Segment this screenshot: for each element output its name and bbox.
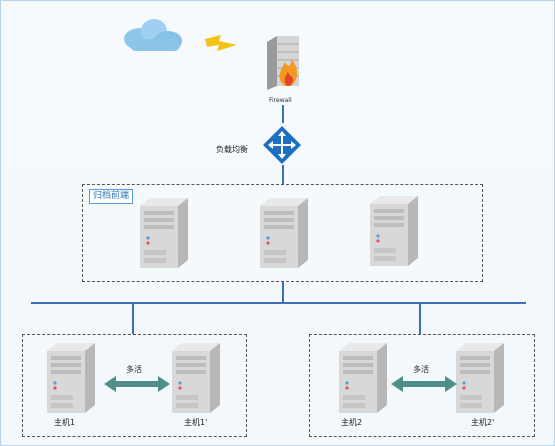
firewall-label: Firewall: [269, 97, 292, 104]
server-icon: [258, 198, 310, 268]
bidirectional-arrow-icon: [391, 375, 457, 393]
bus-to-right-group-line: [419, 302, 421, 334]
load-balancer-label: 负载均衡: [216, 145, 248, 154]
archive-cluster-tag: 归档前端: [89, 189, 134, 204]
bidirectional-arrow-icon: [104, 375, 170, 393]
server-icon: [170, 343, 222, 413]
right-host-group: [309, 334, 535, 437]
cluster-to-bus-line: [282, 282, 284, 302]
lb-to-cluster-line: [282, 165, 284, 184]
server-icon: [368, 196, 420, 266]
lightning-icon: [203, 33, 239, 53]
firewall-icon: [263, 36, 303, 92]
left-host-b-label: 主机1': [184, 418, 208, 427]
left-link-label: 多活: [126, 365, 142, 374]
right-link-label: 多活: [413, 365, 429, 374]
bus-to-left-group-line: [132, 302, 134, 334]
left-host-a-label: 主机1: [54, 418, 76, 427]
server-icon: [454, 343, 506, 413]
server-icon: [337, 343, 389, 413]
left-host-group: [22, 334, 247, 437]
right-host-a-label: 主机2: [341, 418, 363, 427]
firewall-to-lb-line: [282, 105, 284, 123]
archive-cluster-box: [82, 184, 483, 282]
cloud-icon: [118, 17, 190, 57]
load-balancer-icon: [262, 125, 302, 165]
server-icon: [138, 198, 190, 268]
network-bus: [31, 302, 526, 304]
server-icon: [45, 343, 97, 413]
right-host-b-label: 主机2': [471, 418, 495, 427]
